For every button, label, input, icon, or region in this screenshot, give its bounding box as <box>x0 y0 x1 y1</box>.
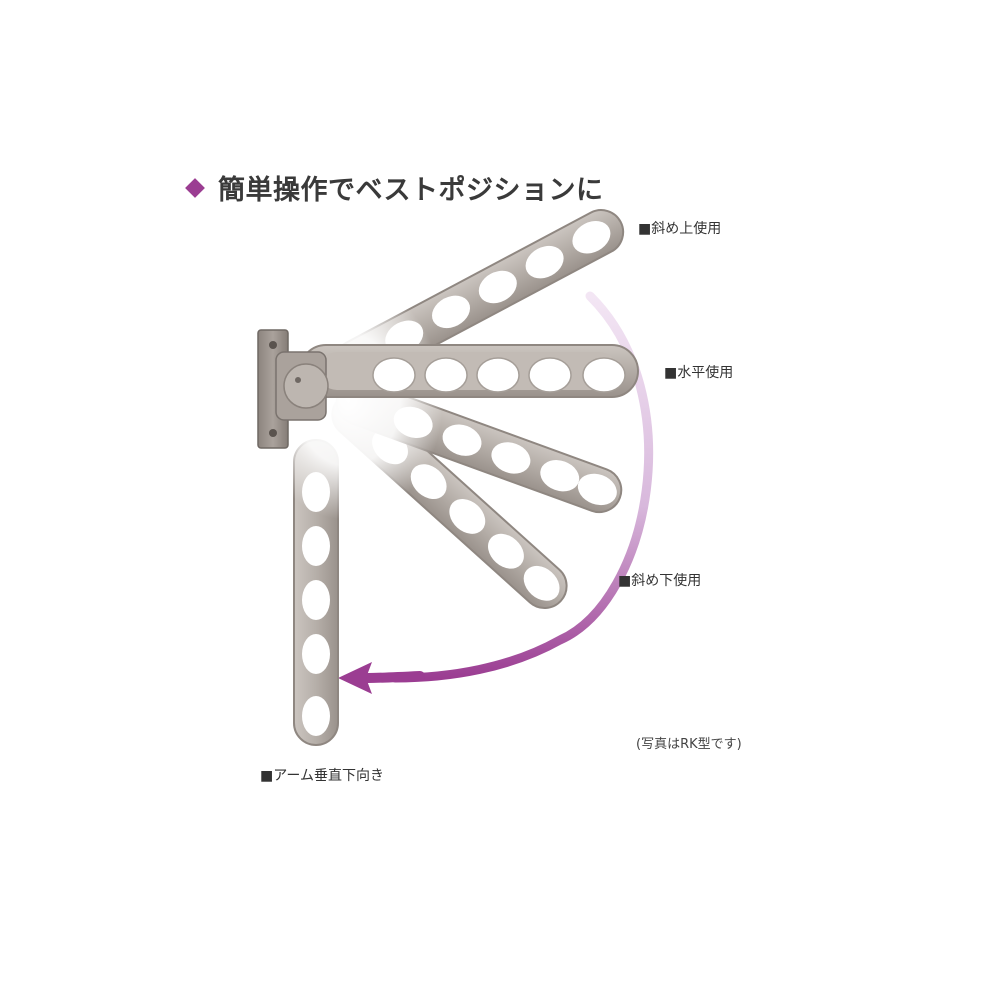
rotation-arc <box>390 291 654 683</box>
headline: 簡単操作でベストポジションに <box>185 168 604 207</box>
label-diagonal-down: ■斜め下使用 <box>618 573 702 589</box>
label-vertical-down: ■アーム垂直下向き <box>260 768 384 784</box>
label-diagonal-up: ■斜め上使用 <box>638 221 722 237</box>
rotation-arrow-icon <box>338 662 425 694</box>
wall-bracket <box>257 329 329 449</box>
photo-note: (写真はRK型です) <box>636 737 742 752</box>
arm-horizontal <box>299 344 639 398</box>
headline-text: 簡単操作でベストポジションに <box>218 175 604 206</box>
diamond-bullet-icon <box>185 177 205 198</box>
motion-glow <box>253 280 443 520</box>
label-horizontal: ■水平使用 <box>664 365 734 381</box>
